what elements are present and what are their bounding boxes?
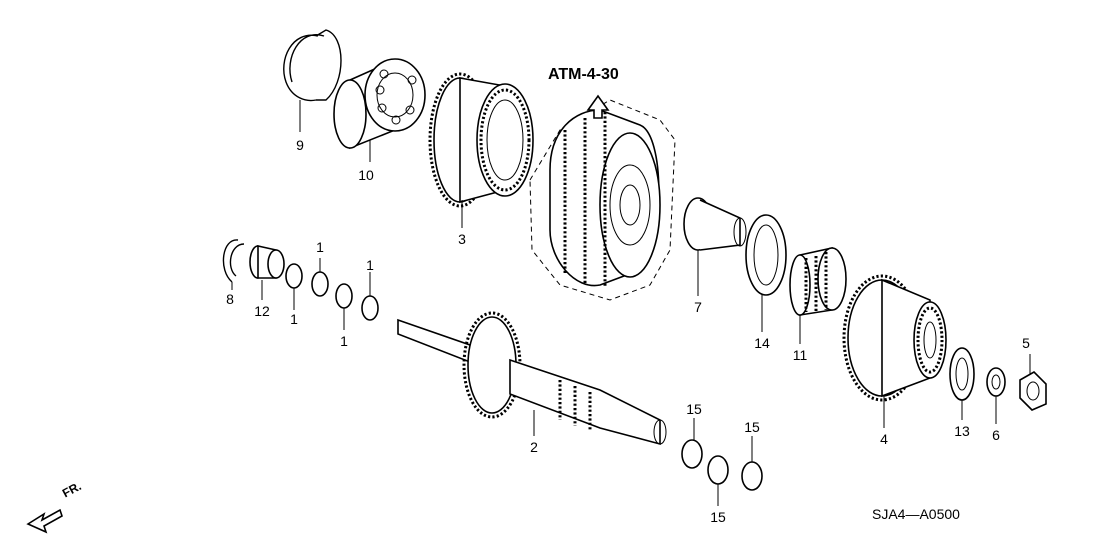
gear-part-3 bbox=[428, 72, 534, 228]
callout-8: 8 bbox=[226, 291, 234, 307]
callout-15: 15 bbox=[710, 509, 726, 525]
callout-15: 15 bbox=[686, 401, 702, 417]
callout-1: 1 bbox=[290, 311, 298, 327]
washer-part-6 bbox=[986, 367, 1006, 424]
reference-label: ATM-4-30 bbox=[548, 66, 619, 83]
callout-1: 1 bbox=[316, 239, 324, 255]
callout-10: 10 bbox=[358, 167, 374, 183]
needle-bearing-part-12 bbox=[249, 245, 285, 300]
diagram-code: SJA4—A0500 bbox=[872, 506, 960, 522]
snap-ring-part-9 bbox=[283, 29, 342, 132]
callout-1: 1 bbox=[366, 257, 374, 273]
callout-9: 9 bbox=[296, 137, 304, 153]
washer-part-14 bbox=[745, 214, 787, 332]
bearing-part-10 bbox=[333, 58, 426, 162]
sleeve-part-7 bbox=[683, 197, 747, 296]
callout-2: 2 bbox=[530, 439, 538, 455]
nut-part-5 bbox=[1019, 354, 1047, 411]
callout-1: 1 bbox=[340, 333, 348, 349]
shims-part-1 bbox=[285, 258, 379, 330]
mainshaft-part-2 bbox=[397, 311, 667, 446]
callout-13: 13 bbox=[954, 423, 970, 439]
callout-11: 11 bbox=[792, 347, 808, 363]
callout-12: 12 bbox=[254, 303, 270, 319]
callout-4: 4 bbox=[880, 431, 888, 447]
washers-part-15 bbox=[681, 418, 763, 506]
snap-ring-part-8 bbox=[222, 239, 245, 290]
needle-bearing-part-11 bbox=[789, 247, 847, 344]
callout-5: 5 bbox=[1022, 335, 1030, 351]
clutch-assembly bbox=[529, 94, 676, 301]
callout-6: 6 bbox=[992, 427, 1000, 443]
front-direction-arrow bbox=[26, 508, 63, 534]
callout-14: 14 bbox=[754, 335, 770, 351]
callout-15: 15 bbox=[744, 419, 760, 435]
callout-3: 3 bbox=[458, 231, 466, 247]
callout-7: 7 bbox=[694, 299, 702, 315]
gear-part-4 bbox=[842, 274, 947, 428]
washer-part-13 bbox=[949, 347, 975, 420]
